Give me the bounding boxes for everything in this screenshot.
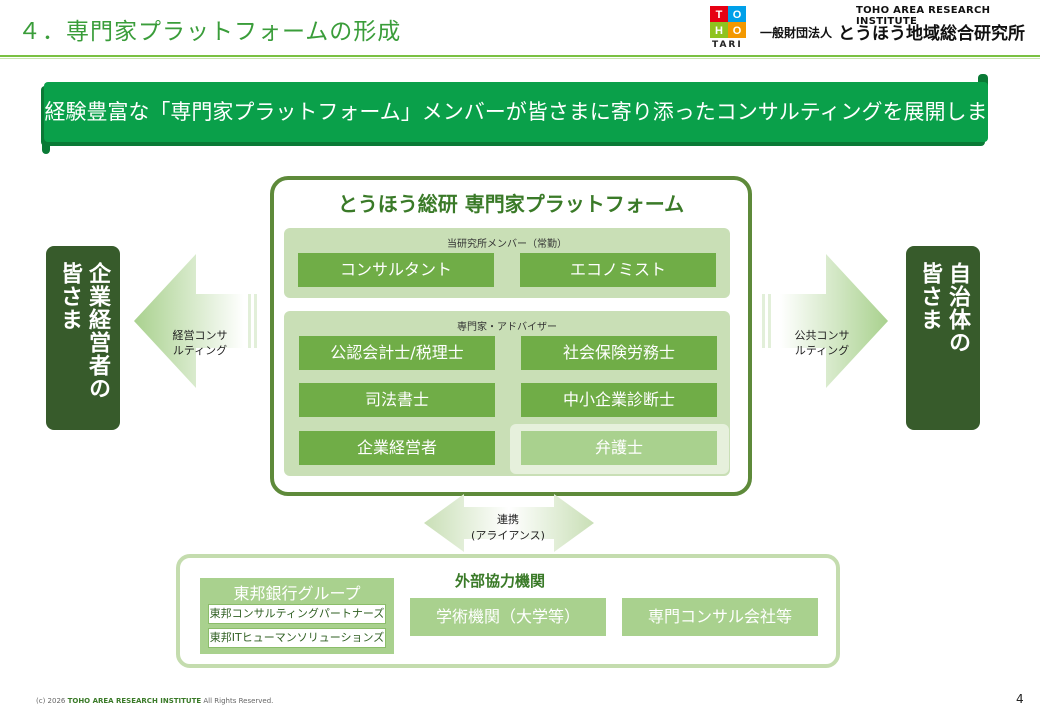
footer-copyright: (c) 2026 TOHO AREA RESEARCH INSTITUTE Al… [36, 697, 273, 705]
left-arrow-icon [134, 254, 264, 388]
tari-logo-icon: T O H O [710, 6, 746, 38]
alliance-label-line1: 連携 [497, 513, 519, 526]
alliance-label: 連携 (アライアンス) [440, 512, 576, 544]
headline-text: 経験豊富な「専門家プラットフォーム」メンバーが皆さまに寄り添ったコンサルティング… [44, 100, 988, 184]
svg-text:O: O [733, 25, 742, 37]
corporate-clients-line1: 企業経営者の [85, 262, 110, 400]
svg-text:T: T [716, 9, 723, 21]
staff-consultant: コンサルタント [298, 253, 494, 287]
page-number: 4 [1016, 692, 1024, 706]
header-divider [0, 55, 1040, 57]
footer-company: TOHO AREA RESEARCH INSTITUTE [67, 697, 202, 705]
external-consulting-firms: 専門コンサル会社等 [622, 598, 818, 636]
logo-text: TARI [712, 40, 743, 50]
left-arrow-label: 経営コンサ ルティング [160, 328, 240, 358]
header-divider-thin [0, 58, 1040, 59]
footer-rights: All Rights Reserved. [203, 697, 274, 705]
bank-sub-consulting: 東邦コンサルティングパートナーズ [208, 604, 386, 624]
bank-group-title: 東邦銀行グループ [233, 584, 361, 603]
expert-sme-consultant: 中小企業診断士 [521, 383, 717, 417]
expert-labor-consultant: 社会保険労務士 [521, 336, 717, 370]
org-name-en: TOHO AREA RESEARCH INSTITUTE [856, 5, 991, 27]
staff-economist: エコノミスト [520, 253, 716, 287]
external-academic: 学術機関（大学等） [410, 598, 606, 636]
expert-cpa-tax: 公認会計士/税理士 [299, 336, 495, 370]
platform-title: とうほう総研 専門家プラットフォーム [337, 192, 685, 216]
right-arrow-label: 公共コンサ ルティング [782, 328, 862, 358]
alliance-label-line2: (アライアンス) [471, 529, 545, 542]
corporate-clients-box: 企業経営者の 皆さま [46, 246, 120, 430]
org-type: 一般財団法人 [760, 26, 833, 40]
right-arrow-label-line1: 公共コンサ [794, 329, 850, 342]
right-arrow-icon [760, 254, 890, 388]
svg-text:O: O [733, 9, 742, 21]
external-title: 外部協力機関 [454, 572, 545, 590]
left-arrow-label-line1: 経営コンサ [172, 329, 228, 342]
right-arrow-label-line2: ルティング [794, 344, 850, 357]
left-arrow-label-line2: ルティング [172, 344, 228, 357]
headline-banner [44, 82, 988, 142]
bank-sub-it: 東邦ITヒューマンソリューションズ [208, 628, 386, 648]
municipal-clients-box: 自治体の 皆さま [906, 246, 980, 430]
municipal-clients-line2: 皆さま [917, 262, 942, 331]
municipal-clients-line1: 自治体の [945, 262, 970, 354]
staff-caption: 当研究所メンバー（常勤） [447, 239, 567, 250]
corporate-clients-line2: 皆さま [57, 262, 82, 331]
alliance-arrow-icon [424, 494, 594, 556]
expert-lawyer: 弁護士 [521, 431, 717, 465]
page-title: ４．専門家プラットフォームの形成 [18, 19, 402, 45]
expert-business-owner: 企業経営者 [299, 431, 495, 465]
footer-year: (c) 2026 [36, 697, 66, 705]
expert-judicial-scrivener: 司法書士 [299, 383, 495, 417]
org-name: とうほう地域総合研究所 [838, 24, 1025, 44]
experts-caption: 専門家・アドバイザー [457, 322, 557, 333]
svg-text:H: H [715, 25, 723, 37]
